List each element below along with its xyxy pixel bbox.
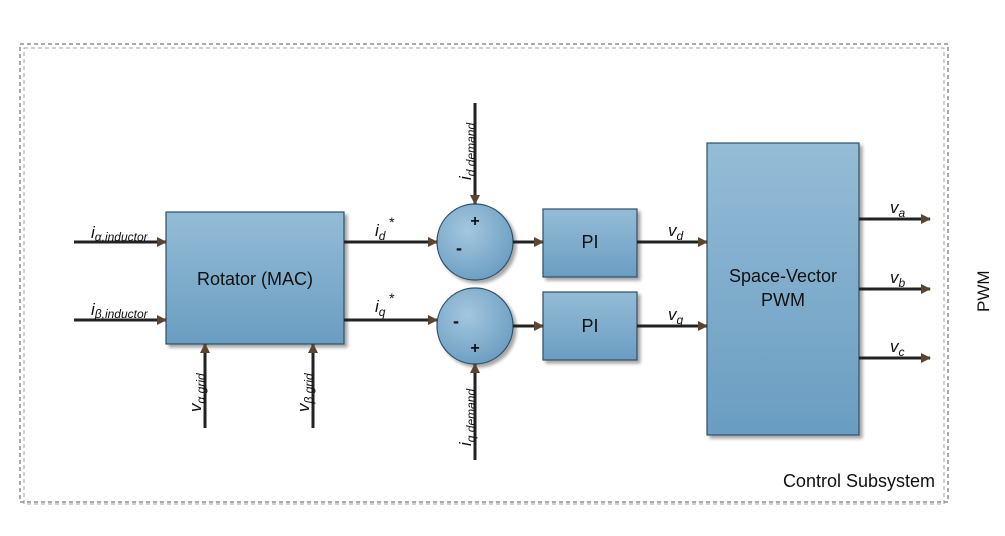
svpwm-block <box>706 142 860 436</box>
summer-q-minus: - <box>453 311 459 331</box>
summer-q-plus: + <box>470 340 479 357</box>
rotator-label: Rotator (MAC) <box>197 269 313 289</box>
label-i-d-demand: id,demand <box>456 123 478 180</box>
label-i-q-demand: iq,demand <box>456 389 478 446</box>
subsystem-frame-inner <box>23 47 945 505</box>
pi-q-label: PI <box>581 316 598 336</box>
pi-q-block <box>542 291 638 361</box>
label-i-d-star: id* <box>375 214 394 243</box>
subsystem-frame <box>19 43 949 503</box>
signal-lines <box>74 103 931 460</box>
label-v-beta-grid: vβ,grid <box>294 373 316 412</box>
label-v-b: vb <box>890 268 906 290</box>
side-label: PWM <box>974 270 993 312</box>
label-i-beta-inductor: iβ,inductor <box>91 300 149 321</box>
summer-d-plus: + <box>470 213 479 230</box>
summer-d-minus: - <box>456 238 462 258</box>
label-v-a: va <box>890 198 906 220</box>
frame-label: Control Subsystem <box>783 471 935 491</box>
label-i-q-star: iq* <box>375 290 394 319</box>
label-v-c: vc <box>890 337 905 359</box>
svpwm-label-line2: PWM <box>761 290 805 310</box>
pi-d-label: PI <box>581 232 598 252</box>
svpwm-label-line1: Space-Vector <box>729 266 837 286</box>
rotator-block <box>165 211 345 345</box>
label-v-d: vd <box>668 221 684 243</box>
label-v-alpha-grid: vα,grid <box>186 373 208 412</box>
label-v-q: vq <box>668 305 684 327</box>
label-i-alpha-inductor: iα,inductor <box>91 223 149 244</box>
